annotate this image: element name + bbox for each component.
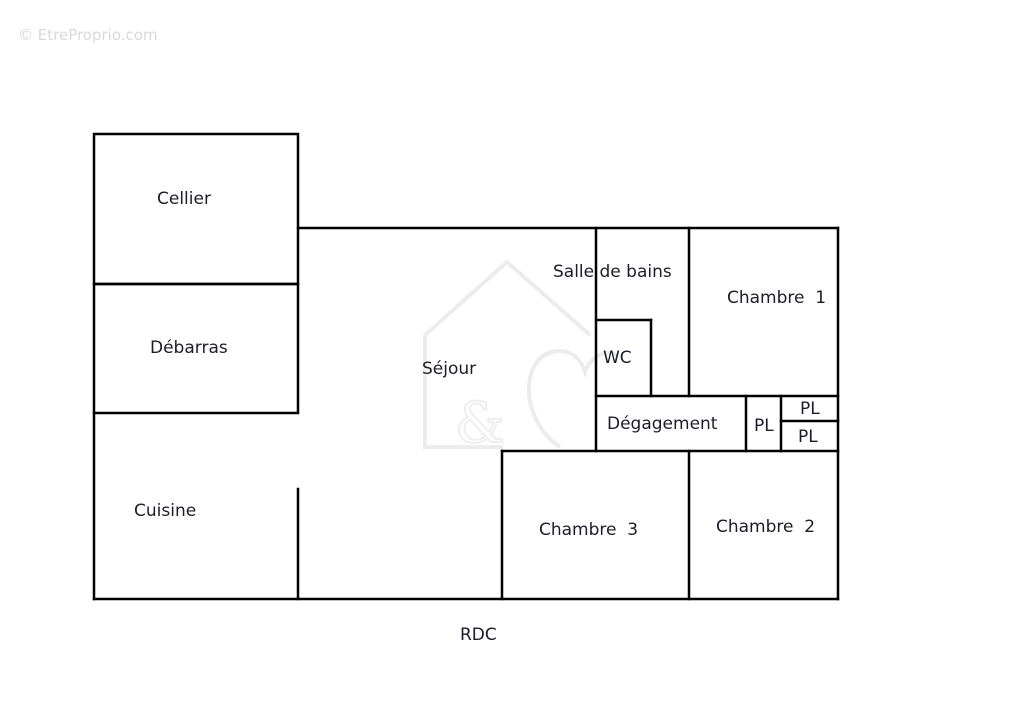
level-label: RDC xyxy=(460,625,497,645)
room-label-pl-1: PL xyxy=(754,416,774,436)
room-label-chambre-1: Chambre 1 xyxy=(727,288,826,308)
room-labels: Cellier Débarras Cuisine Séjour Salle de… xyxy=(134,189,826,540)
watermark-text: © EtreProprio.com xyxy=(18,26,158,44)
svg-text:&: & xyxy=(455,391,505,456)
room-label-cuisine: Cuisine xyxy=(134,501,196,521)
room-label-wc: WC xyxy=(603,348,632,368)
walls xyxy=(92,132,840,601)
watermark-logo-icon: & xyxy=(423,259,620,457)
room-label-pl-3: PL xyxy=(798,427,818,447)
wall-debarras xyxy=(92,282,300,415)
room-label-cellier: Cellier xyxy=(157,189,211,209)
room-label-pl-2: PL xyxy=(800,399,820,419)
room-label-chambre-2: Chambre 2 xyxy=(716,517,815,537)
room-label-debarras: Débarras xyxy=(150,338,228,358)
wall-cellier xyxy=(92,132,300,286)
room-label-salle-de-bains: Salle de bains xyxy=(553,262,672,282)
room-label-chambre-3: Chambre 3 xyxy=(539,520,638,540)
room-label-degagement: Dégagement xyxy=(607,414,718,434)
room-label-sejour: Séjour xyxy=(422,359,476,379)
